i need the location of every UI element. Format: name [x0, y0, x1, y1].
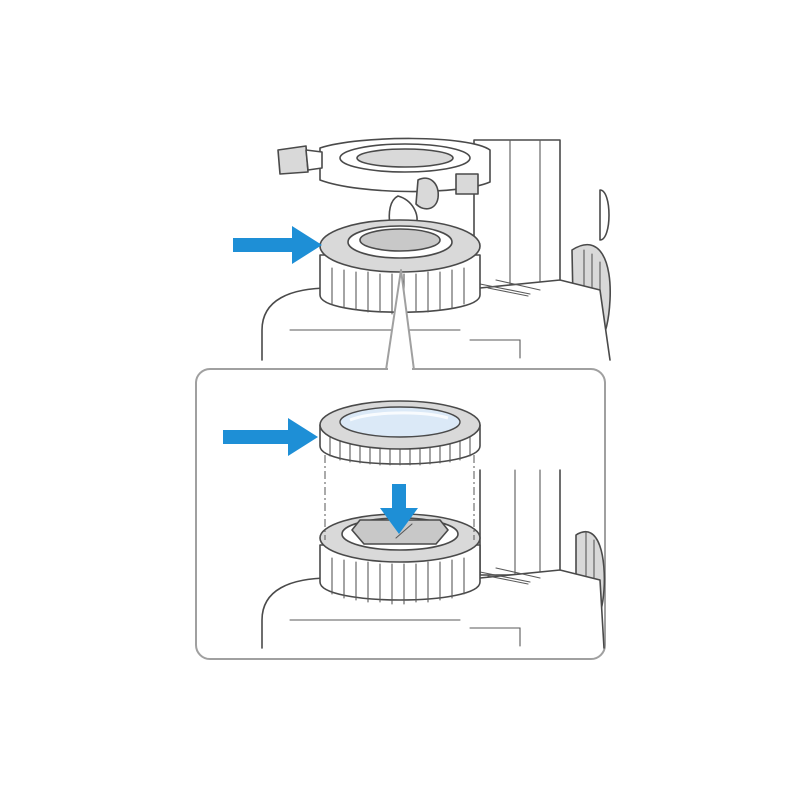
arrow-down-icon	[380, 484, 418, 534]
lens-ring	[319, 400, 481, 466]
inset-callout	[195, 367, 606, 660]
holder-knob-right	[415, 177, 440, 210]
upper-microscope-view	[233, 137, 611, 361]
arrow-right-icon	[233, 226, 322, 264]
inset-stand-column	[479, 469, 561, 576]
arrow-right-icon	[223, 418, 318, 456]
holder-knob-left	[277, 145, 309, 175]
callout-pointer	[385, 269, 415, 371]
